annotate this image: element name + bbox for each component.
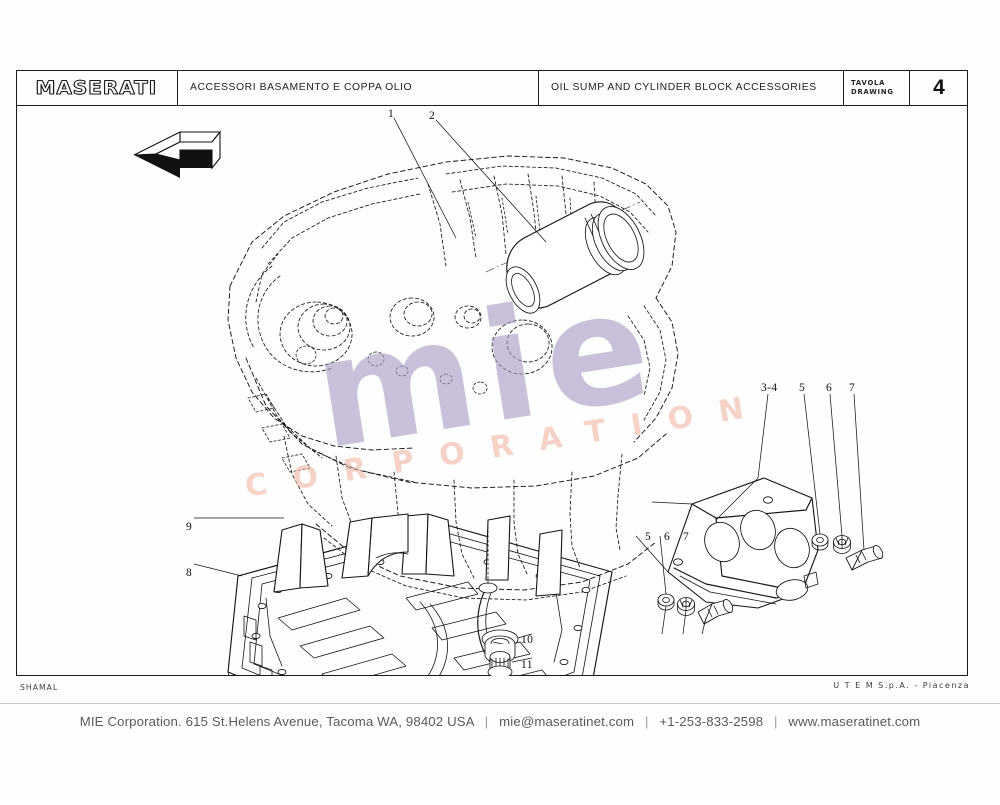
fastener-group-lower <box>657 593 734 625</box>
callout-7-bottom: 7 <box>683 531 690 543</box>
printer-credit: U T E M S.p.A. - Piacenza <box>833 681 970 690</box>
plate-number-cell: 4 <box>910 70 968 105</box>
lock-washer-upper <box>833 535 851 554</box>
footer-website[interactable]: www.maseratinet.com <box>788 714 921 729</box>
drain-plug-seal <box>487 651 513 676</box>
footer-phone[interactable]: +1-253-833-2598 <box>659 714 764 729</box>
callout-6-bottom: 6 <box>664 531 671 543</box>
direction-arrow-icon <box>133 130 222 178</box>
footer-separator-2: | <box>644 714 649 729</box>
cylinder-liner <box>485 201 645 314</box>
callout-11: 11 <box>521 659 533 671</box>
plate-label-italian: TAVOLA <box>851 79 886 88</box>
callout-8: 8 <box>186 567 193 579</box>
callout-1: 1 <box>388 108 395 120</box>
sump-baffle-plates <box>273 513 563 597</box>
callout-3-4: 3-4 <box>761 382 778 394</box>
bolt-lower <box>697 599 734 625</box>
callout-10: 10 <box>521 634 534 646</box>
drain-plug-assembly <box>481 629 519 676</box>
callout-5-bottom: 5 <box>645 531 652 543</box>
sump-floor-ribs <box>277 581 548 676</box>
callout-9: 9 <box>186 521 193 533</box>
sump-corner-fins <box>243 615 273 676</box>
title-english-cell: OIL SUMP AND CYLINDER BLOCK ACCESSORIES <box>539 70 844 105</box>
fastener-group-upper <box>811 533 884 571</box>
title-italian: ACCESSORI BASAMENTO E COPPA OLIO <box>190 82 413 93</box>
leader-lines <box>193 117 865 663</box>
footer-divider <box>0 703 1000 704</box>
footer-contact-bar: MIE Corporation. 615 St.Helens Avenue, T… <box>0 703 1000 729</box>
lock-washer-lower <box>677 597 695 616</box>
footer-company: MIE Corporation. 615 St.Helens Avenue, T… <box>79 714 474 729</box>
title-english: OIL SUMP AND CYLINDER BLOCK ACCESSORIES <box>551 82 817 93</box>
bolt-upper <box>845 545 884 571</box>
mounting-bracket <box>667 477 819 609</box>
plate-label-english: DRAWING <box>851 87 894 96</box>
footer-separator-3: | <box>774 714 778 729</box>
cylinder-block-assembly <box>227 155 679 601</box>
footer-separator-1: | <box>484 714 489 729</box>
title-block: MASERATI ACCESSORI BASAMENTO E COPPA OLI… <box>16 70 968 106</box>
callout-7-top: 7 <box>849 382 856 394</box>
callout-2: 2 <box>429 110 436 122</box>
maserati-logo: MASERATI <box>35 76 158 99</box>
callout-6-top: 6 <box>826 382 833 394</box>
brand-cell: MASERATI <box>16 70 178 105</box>
footer-text: MIE Corporation. 615 St.Helens Avenue, T… <box>0 714 1000 729</box>
plate-number: 4 <box>933 75 945 99</box>
title-italian-cell: ACCESSORI BASAMENTO E COPPA OLIO <box>178 70 539 105</box>
exploded-parts-diagram: .sl { fill:none; stroke:#141414; stroke-… <box>16 106 968 676</box>
footer-email[interactable]: mie@maseratinet.com <box>499 714 635 729</box>
front-cover-casting <box>245 265 353 373</box>
callout-5-top: 5 <box>799 382 806 394</box>
plate-label-cell: TAVOLA DRAWING <box>844 70 910 105</box>
model-code: SHAMAL <box>20 683 59 692</box>
